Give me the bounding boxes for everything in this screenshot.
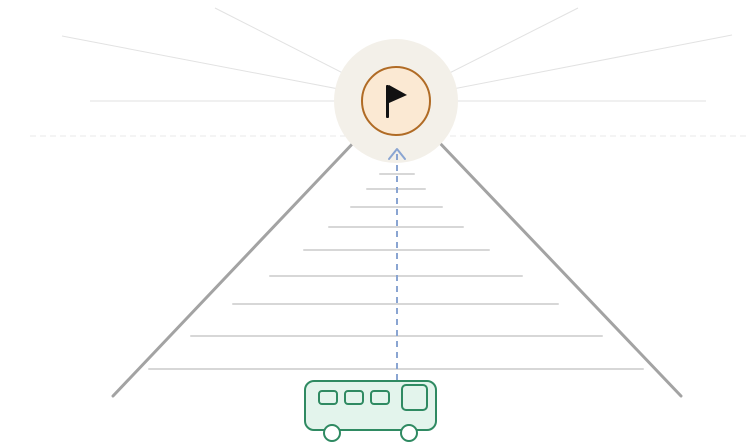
route-arrowhead — [388, 148, 406, 160]
bus-body — [304, 380, 437, 431]
road-edge-right — [434, 137, 683, 398]
road-edge-left — [111, 137, 359, 398]
bus-icon — [304, 380, 437, 442]
bus-wheel — [323, 424, 341, 442]
bus-wheel — [400, 424, 418, 442]
destination-marker — [361, 66, 431, 136]
bus-window — [370, 390, 390, 405]
bus-window — [318, 390, 338, 405]
flag-icon — [386, 85, 407, 118]
flag-pole — [386, 85, 389, 118]
bus-window — [344, 390, 364, 405]
flag-cloth — [389, 85, 407, 103]
bus-front-window — [401, 384, 428, 411]
